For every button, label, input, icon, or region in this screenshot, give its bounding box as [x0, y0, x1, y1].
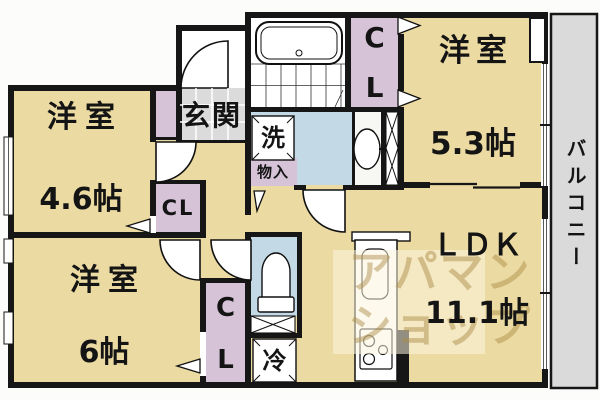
storage-door-marker [253, 190, 266, 214]
washing-machine-pan [251, 115, 295, 161]
wall [248, 333, 302, 338]
wall [156, 137, 176, 140]
hatch-box [250, 315, 296, 334]
pipe-space [529, 17, 546, 63]
sliding-gap [150, 216, 156, 233]
wall [200, 376, 206, 382]
wall [245, 107, 404, 112]
washbasin [353, 128, 381, 170]
wall [345, 18, 351, 107]
window-tick [540, 124, 550, 126]
wall [297, 232, 302, 337]
washroom-fixtures [251, 111, 399, 186]
bathroom [251, 21, 345, 108]
window-west-2 [3, 238, 14, 264]
balcony [549, 12, 599, 390]
storage-floor [251, 158, 297, 186]
toilet-bowl [261, 252, 291, 300]
hatch-strip [385, 111, 399, 186]
wall [150, 88, 156, 142]
refrigerator-corner-ticks [252, 338, 297, 383]
bathtub-drain [295, 49, 303, 57]
bathtub-inner [260, 26, 338, 60]
wall [176, 25, 182, 140]
sliding-gap [200, 332, 206, 376]
watermark-band [333, 250, 485, 354]
wall [542, 369, 548, 388]
toilet-tank [257, 296, 295, 313]
wall [245, 12, 251, 31]
wall [200, 280, 206, 332]
closet-top-door-marker [397, 16, 422, 35]
entrance-step-line [176, 140, 248, 143]
windows [3, 64, 550, 369]
wall [8, 382, 548, 388]
room46-door [155, 141, 197, 183]
balcony-floor [549, 12, 599, 390]
window-tick [540, 292, 550, 294]
closet-mid-floor [156, 184, 200, 232]
wall [294, 185, 306, 190]
watermark-line2: ショップ [348, 301, 532, 352]
wall [200, 278, 251, 283]
closet-bottom-slide-marker [174, 358, 201, 374]
entrance-tiles [180, 88, 245, 140]
wall [245, 25, 251, 215]
entrance-door [180, 40, 229, 89]
wall [245, 280, 251, 382]
wall [398, 107, 404, 190]
refrigerator-box [252, 338, 297, 383]
watermark: アパマン ショップ [333, 246, 547, 358]
door-markers [124, 16, 422, 374]
closet-top-floor [351, 18, 398, 107]
wall [542, 186, 548, 219]
doors [155, 40, 346, 281]
room6-door [159, 239, 201, 281]
wall [398, 34, 404, 91]
closet-top-door-marker [397, 89, 422, 108]
wall [150, 180, 206, 184]
wall [520, 182, 548, 188]
refrigerator-space [252, 338, 297, 383]
toilet-fixtures [250, 252, 296, 334]
bathtub [255, 21, 343, 65]
washer-corner-ticks [251, 115, 295, 161]
wall [176, 25, 248, 31]
washroom-door [302, 189, 346, 233]
small-closet-northeast [156, 91, 176, 140]
closet-mid-slide-marker [124, 218, 151, 234]
wall [8, 85, 176, 91]
wall [245, 12, 548, 18]
watermark-line1: アパマン [348, 247, 532, 298]
wall [8, 232, 206, 238]
wall [248, 232, 302, 237]
window-west-3 [3, 311, 14, 345]
toilet-door [210, 239, 252, 281]
wall [150, 182, 156, 216]
wall [343, 185, 404, 190]
wall [200, 184, 206, 232]
closet-bottom-floor [206, 283, 245, 382]
sliding-openings [150, 182, 520, 376]
wall [398, 182, 430, 188]
